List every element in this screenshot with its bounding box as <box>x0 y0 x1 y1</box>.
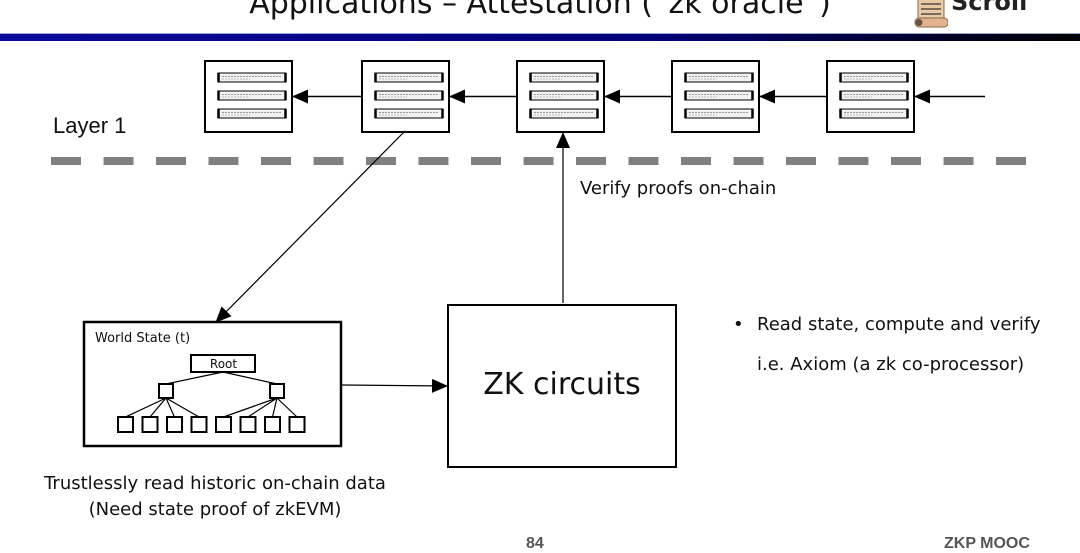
title-bar <box>0 34 1080 41</box>
read-state-arrow <box>215 130 406 323</box>
divider-dash <box>418 157 449 165</box>
page-number: 84 <box>526 535 544 552</box>
tree-edge <box>165 397 176 418</box>
tx-row <box>217 108 287 119</box>
slide-title: Applications – Attestation (“zk oracle”) <box>249 0 831 21</box>
tx-row <box>374 108 444 119</box>
tx-row <box>839 72 909 83</box>
divider-dash <box>261 157 291 165</box>
tx-row <box>529 108 599 119</box>
divider-dash <box>733 157 764 165</box>
block <box>361 60 517 133</box>
tx-row <box>684 72 754 83</box>
divider-dash <box>576 157 606 165</box>
block <box>826 60 985 133</box>
divider-dash <box>523 157 554 165</box>
tree-edge <box>165 397 200 418</box>
tree-leaf <box>215 416 232 433</box>
layer-divider <box>51 157 1026 165</box>
tree-node <box>269 383 285 399</box>
tx-row <box>839 108 909 119</box>
tx-row <box>374 72 444 83</box>
tx-row <box>374 90 444 101</box>
tree-leaf <box>288 416 306 433</box>
divider-dash <box>471 157 501 165</box>
bullet-marker: • <box>733 314 744 335</box>
divider-dash <box>103 157 134 165</box>
tree-leaf <box>190 416 208 433</box>
tree-leaf <box>166 416 183 433</box>
tree-edge <box>222 371 278 385</box>
tx-row <box>684 108 754 119</box>
tree-edge <box>165 371 224 385</box>
block-chain <box>204 60 985 133</box>
divider-dash <box>208 157 239 165</box>
tree-leaf <box>264 416 281 433</box>
divider-dash <box>366 157 396 165</box>
tx-row <box>529 90 599 101</box>
scroll-icon <box>914 0 948 28</box>
block <box>516 60 672 133</box>
tree-edge <box>223 397 278 418</box>
tree-edge <box>276 397 298 418</box>
divider-dash <box>156 157 186 165</box>
root-label: Root <box>209 357 238 371</box>
tree-leaf <box>117 416 134 433</box>
tree-edge <box>125 397 167 418</box>
merkle-tree <box>117 371 306 433</box>
divider-dash <box>786 157 816 165</box>
tx-row <box>217 72 287 83</box>
divider-dash <box>313 157 344 165</box>
title-bar-highlight <box>0 33 1080 34</box>
tx-row <box>684 90 754 101</box>
divider-dash <box>943 157 974 165</box>
tree-leaf <box>141 416 159 433</box>
caption-line-1: Trustlessly read historic on-chain data <box>44 473 386 494</box>
tx-row <box>839 90 909 101</box>
tree-edge <box>247 397 278 418</box>
tree-leaf <box>239 416 257 433</box>
verify-label: Verify proofs on-chain <box>580 178 777 199</box>
tree-edge <box>149 397 167 418</box>
caption-line-2: (Need state proof of zkEVM) <box>88 499 342 520</box>
bullet-sub: i.e. Axiom (a zk co-processor) <box>757 354 1025 375</box>
bullet-main: Read state, compute and verify <box>757 314 1041 335</box>
zk-circuits-box <box>447 304 677 468</box>
block <box>671 60 827 133</box>
zk-circuits-label: ZK circuits <box>483 367 641 402</box>
tx-row <box>217 90 287 101</box>
tx-row <box>529 72 599 83</box>
state-to-circuit-arrow <box>341 378 448 393</box>
tree-node <box>158 383 174 399</box>
world-state-label: World State (t) <box>95 331 191 346</box>
divider-dash <box>891 157 921 165</box>
layer-label: Layer 1 <box>53 113 127 138</box>
divider-dash <box>681 157 711 165</box>
tree-edge <box>271 397 278 418</box>
footer-brand: ZKP MOOC <box>944 535 1030 552</box>
block <box>204 60 362 133</box>
logo-text: Scroll <box>951 0 1028 16</box>
divider-dash <box>996 157 1026 165</box>
divider-dash <box>51 157 81 165</box>
divider-dash <box>628 157 659 165</box>
divider-dash <box>838 157 869 165</box>
